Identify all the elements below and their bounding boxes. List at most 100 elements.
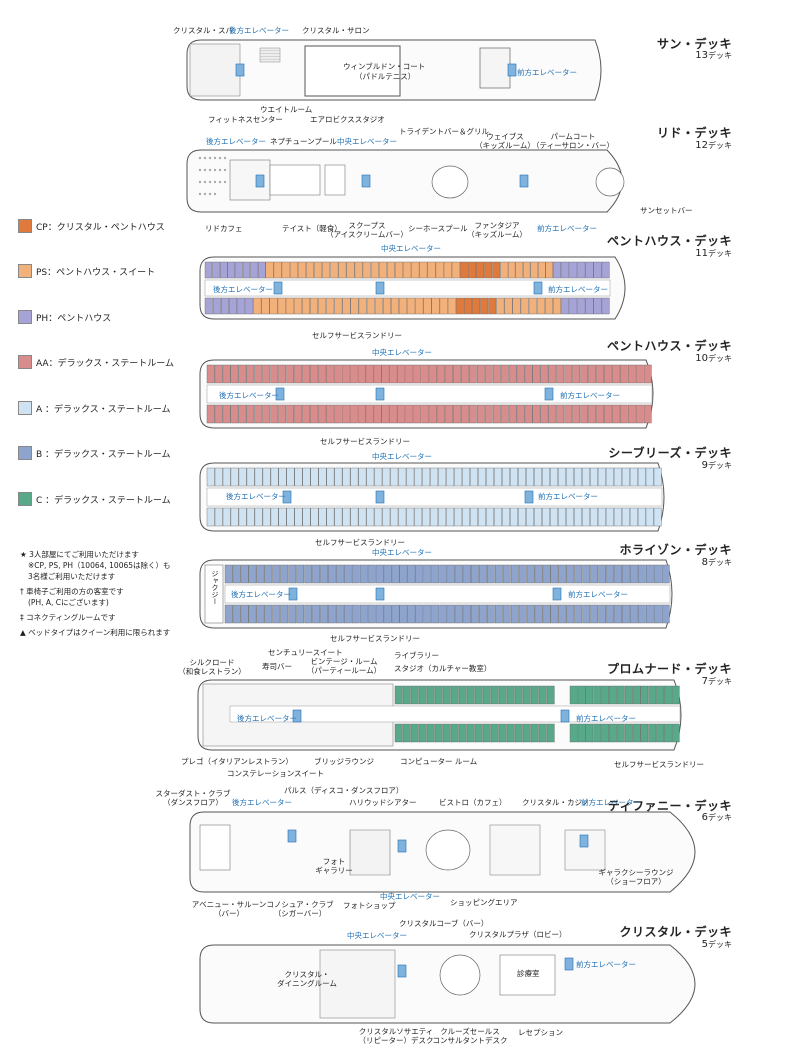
- deck-8-cabin-bottom: [391, 604, 400, 624]
- label-vintage-2: （パーティールーム）: [306, 666, 382, 675]
- deck-10-cabin-top: [453, 364, 461, 384]
- label-aft-elevator-9: 後方エレベーター: [226, 492, 286, 501]
- deck-11-cabin-bottom: [269, 297, 278, 315]
- label-kids: （キッズルーム）: [475, 141, 535, 150]
- deck-11-cabin-bottom: [391, 297, 399, 315]
- deck-11-cabin-bottom: [593, 297, 602, 315]
- deck-11-cabin-bottom: [326, 297, 335, 315]
- deck-11-cabin-top: [508, 261, 516, 279]
- deck-9-cabin-bottom: [430, 507, 439, 527]
- label-society-2: （リピーター）デスク: [358, 1036, 434, 1045]
- deck-9-cabin-top: [342, 467, 351, 487]
- deck-9-cabin-top: [246, 467, 255, 487]
- deck-9-cabin-bottom: [446, 507, 455, 527]
- deck-9-cabin-top: [206, 467, 215, 487]
- deck-8-cabin-top: [272, 564, 281, 584]
- deck-8-cabin-bottom: [638, 604, 646, 624]
- deck-10-cabin-top: [508, 364, 517, 384]
- deck-8-cabin-top: [590, 564, 599, 584]
- label-photo: フォト: [322, 857, 346, 866]
- deck-13-court: [304, 45, 401, 97]
- deck-8-cabin-bottom: [518, 604, 527, 624]
- deck-8-cabin-top: [296, 564, 305, 584]
- label-scoops: スクープス: [348, 221, 386, 230]
- deck-9-cabin-top: [574, 467, 582, 487]
- deck-8-cabin-bottom: [304, 604, 313, 624]
- deck-10-cabin-top: [230, 364, 239, 384]
- deck-9-cabin-bottom: [653, 507, 662, 527]
- deck-10-cabin-bottom: [643, 404, 652, 424]
- deck-7-cabin-top-aft: [418, 685, 427, 705]
- deck-8-cabin-bottom: [415, 604, 424, 624]
- deck-8-cabin-top: [495, 564, 503, 584]
- deck-7-cabin-bottom-aft: [466, 723, 475, 743]
- label-library: ライブラリー: [394, 651, 439, 660]
- deck-9-cabin-bottom: [597, 507, 606, 527]
- deck-8-cabin-top: [248, 564, 257, 584]
- deck-5-dining: [319, 949, 396, 1019]
- deck-11-cabin-top: [451, 261, 460, 279]
- deck-11-cabin-top: [569, 261, 578, 279]
- label-society: クリスタルソサエティ: [358, 1027, 434, 1036]
- note-triple-3: 3名様ご利用いただけます: [28, 572, 116, 581]
- label-bridge: ブリッジラウンジ: [314, 757, 374, 766]
- deck-11-cabin-top: [362, 261, 371, 279]
- deck-11-cabin-bottom: [439, 297, 448, 315]
- deck-10-cabin-bottom: [278, 404, 287, 424]
- label-fwd-elevator-13: 前方エレベーター: [517, 68, 577, 77]
- deck-10-cabin-bottom: [341, 404, 350, 424]
- deck-10-cabin-bottom: [333, 404, 342, 424]
- deck-9-cabin-bottom: [590, 507, 598, 527]
- deck-13-stairs: [259, 47, 281, 63]
- deck-8-cabin-bottom: [312, 604, 320, 624]
- label-photo-2: ギャラリー: [315, 866, 353, 875]
- deck-8-cabin-bottom: [336, 604, 344, 624]
- note-queen: ▲ ベッドタイプはクイーン利用に限られます: [20, 628, 171, 637]
- deck-9-cabin-bottom: [230, 507, 239, 527]
- deck-11-cabin-bottom: [358, 297, 367, 315]
- deck-11-cabin-top: [545, 261, 553, 279]
- deck-9-cabin-bottom: [342, 507, 351, 527]
- deck-12-fwd-elevator: [519, 174, 529, 188]
- label-laundry-8: セルフサービスランドリー: [330, 634, 420, 643]
- deck-10-cabin-bottom: [461, 404, 469, 424]
- deck-9-cabin-top: [645, 467, 654, 487]
- label-mid-elevator-5: 中央エレベーター: [347, 931, 407, 940]
- deck-7-cabin-bottom-aft: [490, 723, 499, 743]
- deck-10-cabin-top: [341, 364, 350, 384]
- deck-10-cabin-top: [492, 364, 501, 384]
- deck-8-cabin-top: [240, 564, 249, 584]
- legend-swatch-c: [18, 492, 32, 506]
- deck-9-cabin-top: [621, 467, 630, 487]
- deck-10-cabin-bottom: [477, 404, 485, 424]
- deck-11-cabin-bottom: [407, 297, 416, 315]
- deck-8-cabin-top: [566, 564, 575, 584]
- deck-11-cabin-bottom: [261, 297, 270, 315]
- label-cruise-2: コンサルタントデスク: [432, 1036, 508, 1045]
- deck-10-cabin-top: [445, 364, 453, 384]
- deck-9-cabin-top: [502, 467, 510, 487]
- deck-9-cabin-top: [302, 467, 311, 487]
- deck-10-cabin-bottom: [429, 404, 438, 424]
- deck-10-cabin-bottom: [405, 404, 414, 424]
- deck-8-cabin-bottom: [256, 604, 265, 624]
- label-computer: コンピューター ルーム: [400, 757, 478, 766]
- deck-11-cabin-bottom: [561, 297, 570, 315]
- deck-8-cabin-bottom: [224, 604, 233, 624]
- deck-8-cabin-top: [328, 564, 336, 584]
- deck-10-cabin-bottom: [500, 404, 509, 424]
- deck-10-cabin-top: [477, 364, 485, 384]
- deck-10-cabin-bottom: [580, 404, 589, 424]
- deck-10-cabin-top: [556, 364, 565, 384]
- deck-11-cabin-bottom: [569, 297, 578, 315]
- deck-9-cabin-bottom: [310, 507, 319, 527]
- deck-11-cabin-top: [265, 261, 274, 279]
- legend-swatch-cp: [18, 219, 32, 233]
- deck-10-cabin-bottom: [508, 404, 517, 424]
- deck-9-cabin-bottom: [254, 507, 263, 527]
- deck-11-cabin-bottom: [350, 297, 359, 315]
- note-wheelchair-2: (PH, A, Cにございます): [28, 598, 109, 607]
- deck-10-cabin-bottom: [214, 404, 223, 424]
- deck-9-cabin-top: [230, 467, 239, 487]
- deck-13-title: サン・デッキ: [656, 37, 732, 51]
